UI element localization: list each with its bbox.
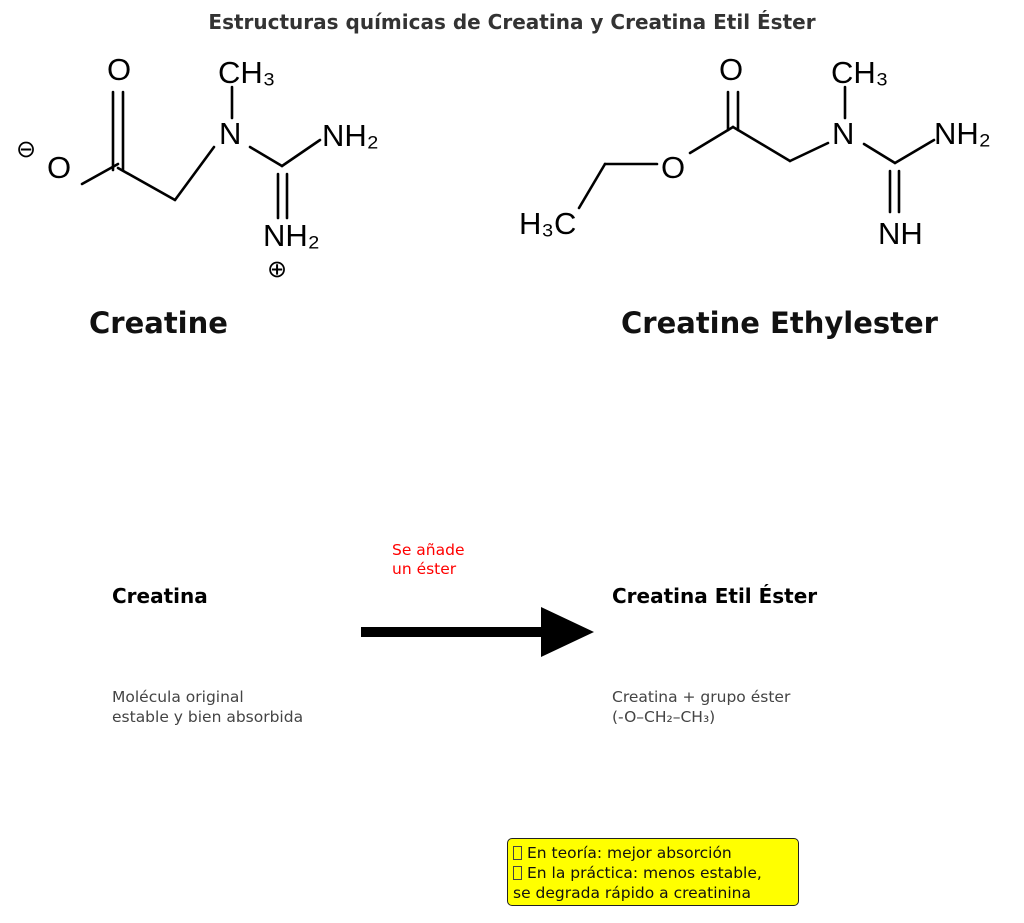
- reaction-arrow: [361, 607, 594, 657]
- missing-glyph-icon: [513, 866, 522, 880]
- page-title: Estructuras químicas de Creatina y Creat…: [208, 10, 816, 34]
- etil-ester-title: Creatina Etil Éster: [612, 584, 818, 608]
- charge-minus-icon: ⊖: [16, 136, 36, 163]
- atom-o-top: O: [107, 52, 131, 87]
- atom-nh2-right: NH₂: [322, 118, 379, 153]
- atom-o-ester: O: [661, 150, 685, 185]
- atom-ch3: CH₃: [218, 55, 275, 90]
- creatina-description: Molécula original estable y bien absorbi…: [112, 688, 304, 726]
- atom-n-ester: N: [832, 116, 854, 151]
- missing-glyph-icon: [513, 846, 522, 860]
- note-box: En teoría: mejor absorción En la práctic…: [507, 838, 799, 906]
- atom-h3c: H₃C: [519, 206, 576, 241]
- atom-nh: NH: [878, 216, 923, 251]
- atom-nh2-bottom: NH₂: [263, 218, 320, 253]
- atom-n: N: [219, 116, 241, 151]
- ethylester-structure: O O N CH₃ NH₂ NH H₃C: [519, 52, 991, 251]
- arrow-label: Se añade un éster: [392, 541, 465, 578]
- atom-ch3-ester: CH₃: [831, 55, 888, 90]
- atom-o-bottom: O: [47, 150, 71, 185]
- charge-plus-icon: ⊕: [267, 256, 287, 283]
- creatina-title: Creatina: [112, 584, 208, 608]
- ethylester-label: Creatine Ethylester: [621, 306, 938, 340]
- atom-nh2-ester: NH₂: [934, 116, 991, 151]
- arrow-icon: [361, 607, 594, 657]
- etil-ester-description: Creatina + grupo éster (-O–CH₂–CH₃): [612, 688, 791, 726]
- creatine-label: Creatine: [89, 306, 228, 340]
- atom-o-top-ester: O: [719, 52, 743, 87]
- creatine-structure: O O ⊖ N CH₃ NH₂ NH₂ ⊕: [16, 52, 379, 283]
